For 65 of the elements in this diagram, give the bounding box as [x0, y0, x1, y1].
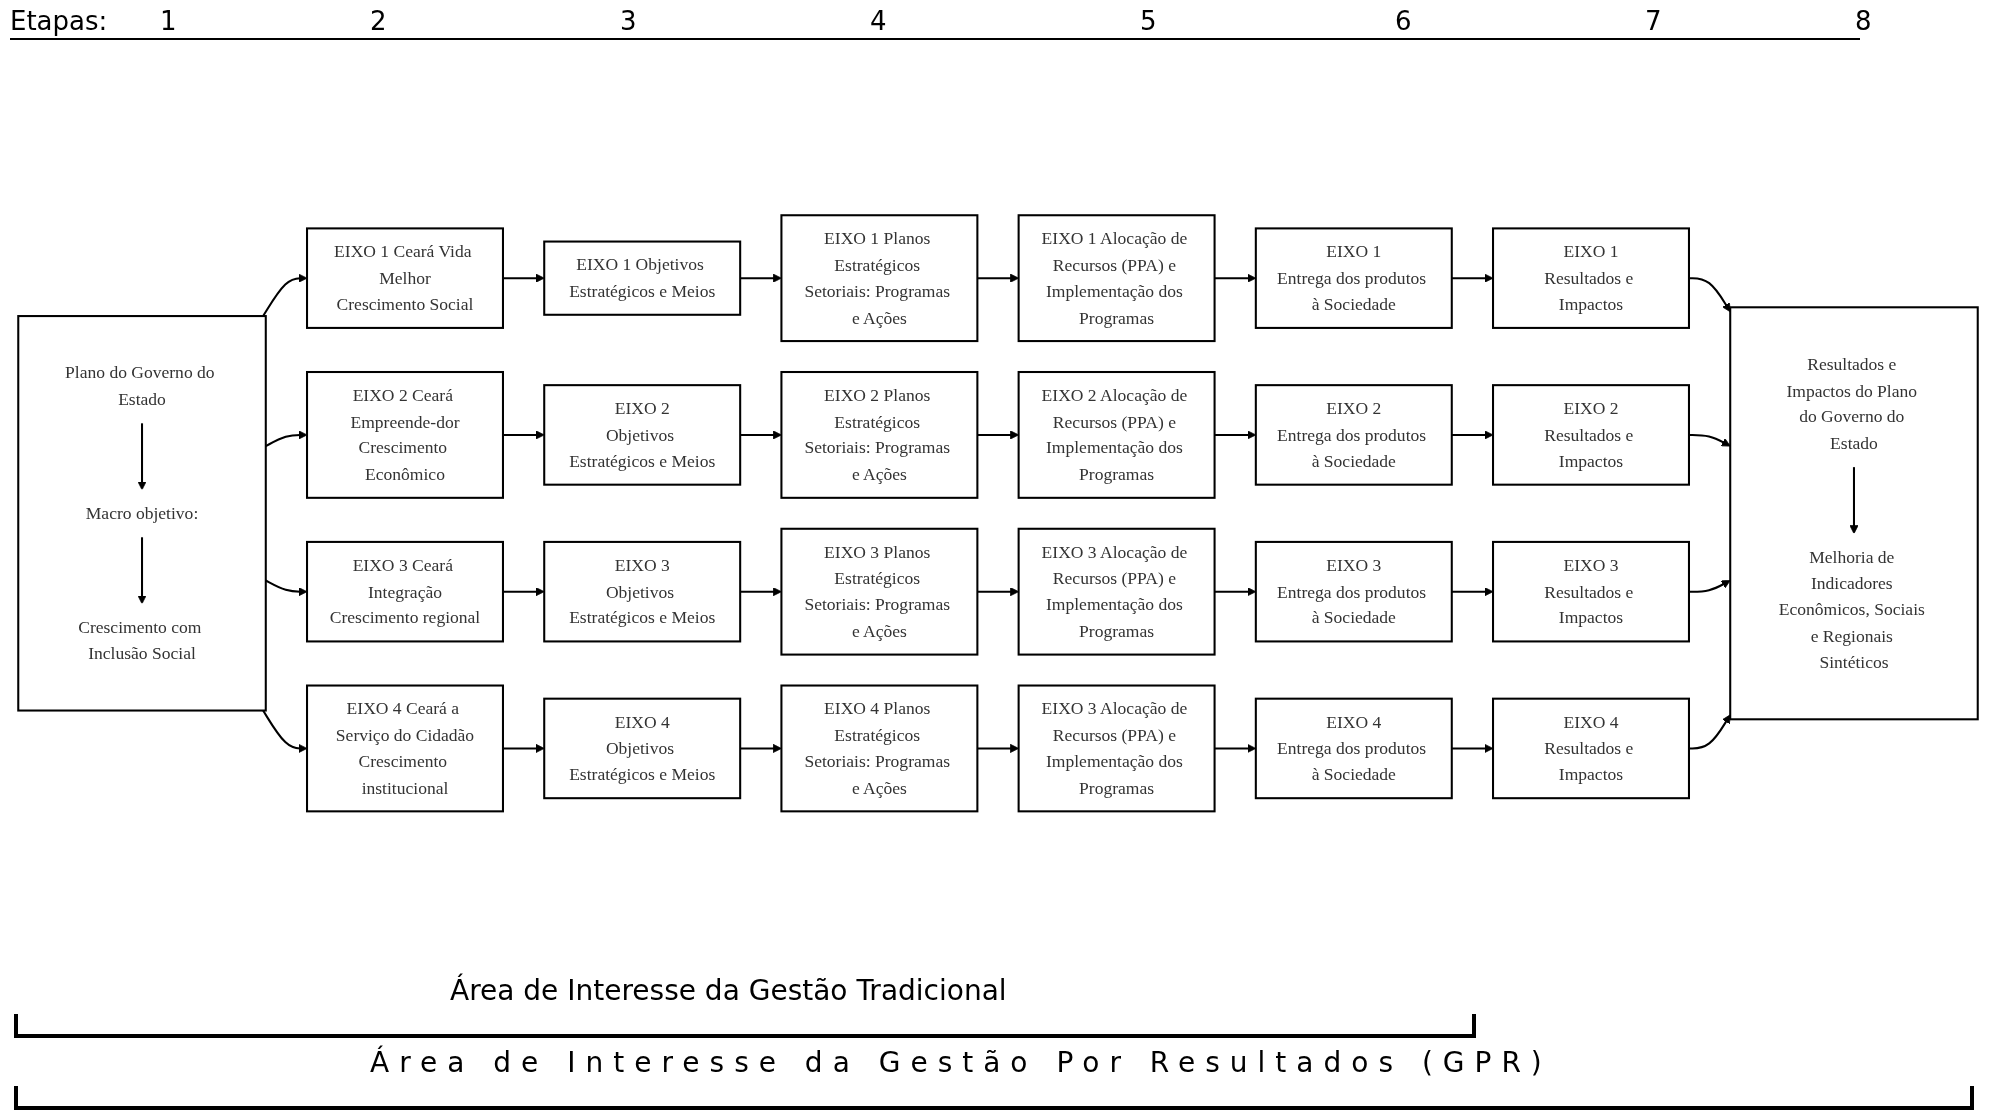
arrow [1451, 273, 1494, 283]
arrow [137, 422, 147, 490]
arrow [740, 273, 782, 283]
node-box: EIXO 4 Entrega dos produtos à Sociedade [1254, 697, 1453, 799]
arrow [1688, 276, 1731, 312]
node-text: Resultados e Impactos do Plano do Governo do Estado [1786, 353, 1918, 453]
arrow [1451, 430, 1494, 440]
node-box: EIXO 3 Entrega dos produtos à Sociedade [1254, 540, 1453, 643]
stage-number: 6 [1395, 6, 1412, 36]
node-text: Macro objetivo: [85, 502, 199, 523]
arrow [265, 579, 308, 596]
arrow [502, 273, 545, 283]
node-box: EIXO 1 Objetivos Estratégicos e Meios [543, 240, 742, 316]
node-box: EIXO 4 Ceará a Serviço do Cidadão Crescimento institucional [306, 684, 504, 813]
node-box: EIXO 3 Planos Estratégicos Setoriais: Programas e Ações [780, 527, 979, 656]
node-box: EIXO 2 Resultados e Impactos [1492, 383, 1690, 486]
arrow [740, 743, 782, 753]
arrow [740, 586, 782, 596]
arrow [502, 743, 545, 753]
node-box: EIXO 1 Entrega dos produtos à Sociedade [1254, 227, 1453, 329]
node-box: EIXO 2 Alocação de Recursos (PPA) e Implementação dos Programas [1017, 370, 1216, 499]
bracket-label: Área de Interesse da Gestão Tradicional [450, 974, 1007, 1007]
node-text: Melhoria de Indicadores Econômicos, Sociais e Regionais Sintéticos [1778, 546, 1925, 672]
node-box: EIXO 2 Ceará Empreende-dor Crescimento Econômico [306, 370, 504, 499]
row-heading: Etapas: [10, 6, 108, 36]
node-text: Plano do Governo do Estado [65, 362, 215, 409]
arrow [740, 430, 782, 440]
cluster [1729, 305, 1979, 721]
node-box: EIXO 1 Ceará Vida Melhor Crescimento Social [306, 227, 504, 329]
arrow [1688, 433, 1731, 447]
node-box: EIXO 4 Resultados e Impactos [1492, 697, 1690, 799]
node-box: EIXO 4 Objetivos Estratégicos e Meios [543, 697, 742, 799]
node-box: EIXO 1 Planos Estratégicos Setoriais: Programas e Ações [780, 213, 979, 342]
arrow [265, 430, 308, 447]
arrow [1688, 714, 1731, 750]
stage-number: 7 [1645, 6, 1662, 36]
stage-number: 4 [870, 6, 887, 36]
node-box: EIXO 3 Resultados e Impactos [1492, 540, 1690, 643]
arrow [262, 709, 308, 753]
node-box: EIXO 3 Ceará Integração Crescimento regional [306, 540, 504, 643]
node-box: EIXO 3 Alocação de Recursos (PPA) e Implementação dos Programas [1017, 684, 1216, 813]
arrow [1849, 466, 1859, 534]
arrow [1451, 743, 1494, 753]
stage-number: 3 [620, 6, 637, 36]
node-box: EIXO 2 Planos Estratégicos Setoriais: Programas e Ações [780, 370, 979, 499]
stage-number: 5 [1140, 6, 1157, 36]
arrow [502, 430, 545, 440]
stage-number: 1 [160, 6, 177, 36]
bracket-label: Área de Interesse da Gestão Por Resultados (GPR) [370, 1046, 1552, 1079]
stage-number: 8 [1855, 6, 1872, 36]
node-box: EIXO 2 Entrega dos produtos à Sociedade [1254, 383, 1453, 486]
node-box: EIXO 2 Objetivos Estratégicos e Meios [543, 383, 742, 486]
arrow [502, 586, 545, 596]
stage-number: 2 [370, 6, 387, 36]
node-box: EIXO 1 Resultados e Impactos [1492, 227, 1690, 329]
arrow [1688, 579, 1731, 593]
node-box: EIXO 3 Objetivos Estratégicos e Meios [543, 540, 742, 643]
node-box: EIXO 1 Alocação de Recursos (PPA) e Implementação dos Programas [1017, 213, 1216, 342]
arrow [1451, 586, 1494, 596]
arrow [262, 273, 308, 317]
node-text: Crescimento com Inclusão Social [78, 616, 202, 663]
arrow [137, 536, 147, 604]
cluster [17, 314, 267, 712]
node-box: EIXO 4 Planos Estratégicos Setoriais: Programas e Ações [780, 684, 979, 813]
node-box: EIXO 3 Alocação de Recursos (PPA) e Implementação dos Programas [1017, 527, 1216, 656]
